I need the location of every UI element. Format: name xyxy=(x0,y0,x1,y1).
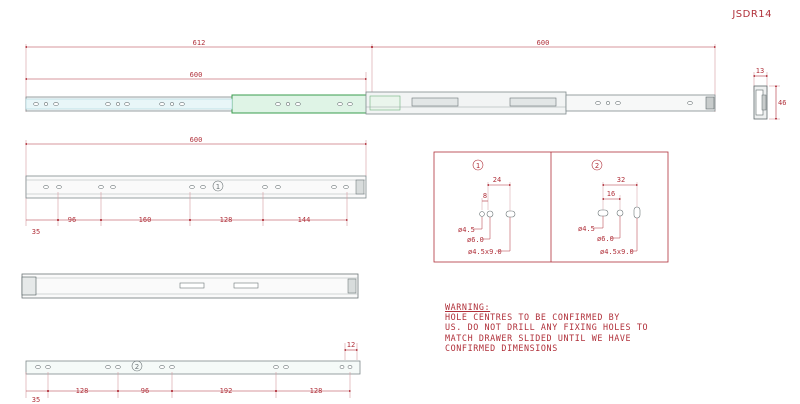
dim-side-128: 128 xyxy=(220,216,233,224)
dim-end-width: 13 xyxy=(756,67,764,75)
dim-top-closed: 600 xyxy=(190,71,203,79)
warning-title: WARNING: xyxy=(445,302,491,312)
dim-end-height: 46 xyxy=(778,99,786,107)
dim-side-length: 600 xyxy=(190,136,203,144)
detail-two-d1: 32 xyxy=(617,176,625,184)
model-code: JSDR14 xyxy=(732,9,772,20)
warning-line-3: MATCH DRAWER SLIDED UNTIL WE HAVE xyxy=(445,332,632,343)
detail-one-d1: 24 xyxy=(493,176,501,184)
top-dimensions: 612 600 600 xyxy=(24,39,717,81)
detail-two-hole-1: ø4.5 xyxy=(578,225,595,233)
hole-detail-box: 1 24 8 ø4.5 ø6.0 ø4.5x9.0 2 xyxy=(433,151,669,263)
side-rail-view: 600 1 96 160 128 144 35 xyxy=(24,136,368,236)
end-view: 13 46 xyxy=(752,67,786,121)
detail-one-marker: 1 xyxy=(476,162,480,170)
dim-side-160: 160 xyxy=(139,216,152,224)
detail-one-hole-3: ø4.5x9.0 xyxy=(468,248,502,256)
dim-bottom-128a: 128 xyxy=(76,387,89,395)
bottom-rail-view: 12 2 128 96 192 128 35 xyxy=(25,341,361,404)
marker-two: 2 xyxy=(135,363,139,371)
warning-note: WARNING: HOLE CENTRES TO BE CONFIRMED BY… xyxy=(445,302,648,353)
dim-top-extension: 600 xyxy=(537,39,550,47)
dim-bottom-192: 192 xyxy=(220,387,233,395)
dim-bottom-offset: 35 xyxy=(32,396,40,404)
detail-one-hole-2: ø6.0 xyxy=(467,236,484,244)
dim-side-144: 144 xyxy=(298,216,311,224)
warning-line-1: HOLE CENTRES TO BE CONFIRMED BY xyxy=(445,312,620,323)
dim-bottom-end: 12 xyxy=(347,341,355,349)
dim-side-offset: 35 xyxy=(32,228,40,236)
dim-bottom-96: 96 xyxy=(141,387,149,395)
detail-two-d2: 16 xyxy=(607,190,615,198)
detail-two-marker: 2 xyxy=(595,162,599,170)
marker-one: 1 xyxy=(216,183,220,191)
detail-two-hole-2: ø6.0 xyxy=(597,235,614,243)
detail-two: 2 32 16 ø4.5 ø6.0 ø4.5x9.0 xyxy=(578,159,641,256)
profile-view xyxy=(21,273,359,299)
dim-side-96: 96 xyxy=(68,216,76,224)
detail-one: 1 24 8 ø4.5 ø6.0 ø4.5x9.0 xyxy=(458,159,516,256)
detail-one-hole-1: ø4.5 xyxy=(458,226,475,234)
detail-two-hole-3: ø4.5x9.0 xyxy=(600,248,634,256)
detail-one-d2: 8 xyxy=(483,192,487,200)
dim-top-total: 612 xyxy=(193,39,206,47)
dim-bottom-128b: 128 xyxy=(310,387,323,395)
warning-line-4: CONFIRMED DIMENSIONS xyxy=(445,342,558,353)
top-slide-assembly xyxy=(25,44,716,115)
warning-line-2: US. DO NOT DRILL ANY FIXING HOLES TO xyxy=(445,322,649,333)
